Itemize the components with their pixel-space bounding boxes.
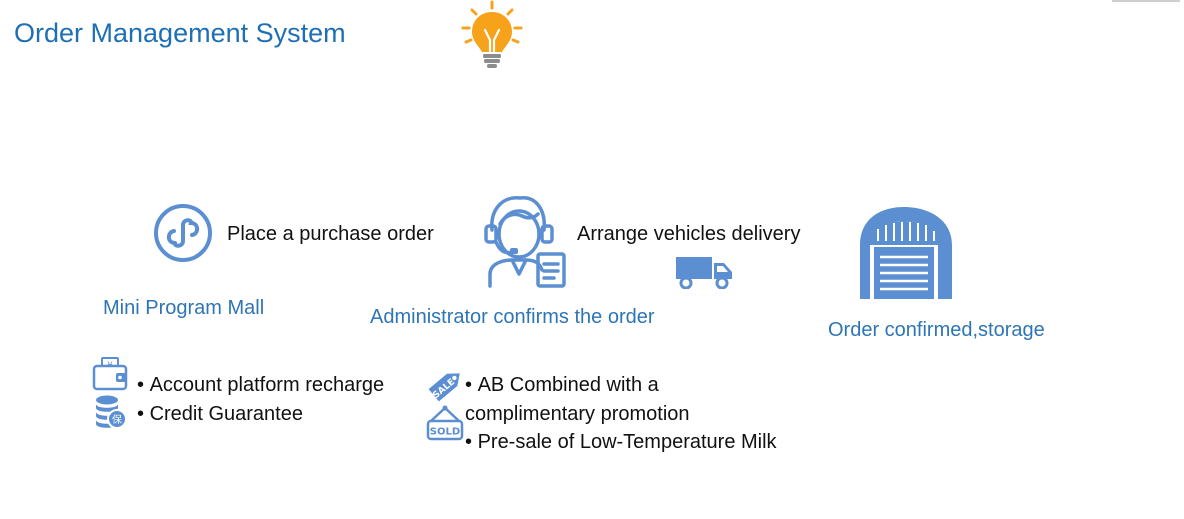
payment-item: Credit Guarantee	[137, 403, 303, 426]
place-order-label: Place a purchase order	[227, 223, 434, 245]
promotion-item: AB Combined with a	[465, 374, 659, 397]
arrange-delivery-label: Arrange vehicles delivery	[577, 223, 801, 245]
sold-glyph: SOLD	[430, 427, 460, 438]
wallet-icon: ¥	[92, 356, 130, 392]
promotion-item: Pre-sale of Low-Temperature Milk	[465, 431, 777, 454]
payment-item: Account platform recharge	[137, 374, 385, 397]
light-bulb-icon	[455, 0, 529, 74]
administrator-confirms-caption: Administrator confirms the order	[370, 306, 655, 328]
page-title: Order Management System	[14, 18, 346, 48]
promotion-item-continued: complimentary promotion	[465, 403, 690, 425]
customer-service-agent-icon	[470, 190, 570, 290]
warehouse-icon	[856, 205, 956, 303]
sold-sign-icon: SOLD	[425, 405, 465, 443]
sale-tag-icon: SALE	[424, 365, 468, 405]
mini-program-mall-caption: Mini Program Mall	[103, 297, 265, 319]
mini-program-icon	[153, 203, 213, 263]
coin-stack-icon: 保	[93, 393, 129, 431]
delivery-truck-icon	[674, 255, 734, 289]
corner-divider	[1112, 0, 1180, 2]
order-confirmed-caption: Order confirmed,storage	[828, 319, 1045, 341]
guarantee-glyph: 保	[112, 413, 122, 426]
